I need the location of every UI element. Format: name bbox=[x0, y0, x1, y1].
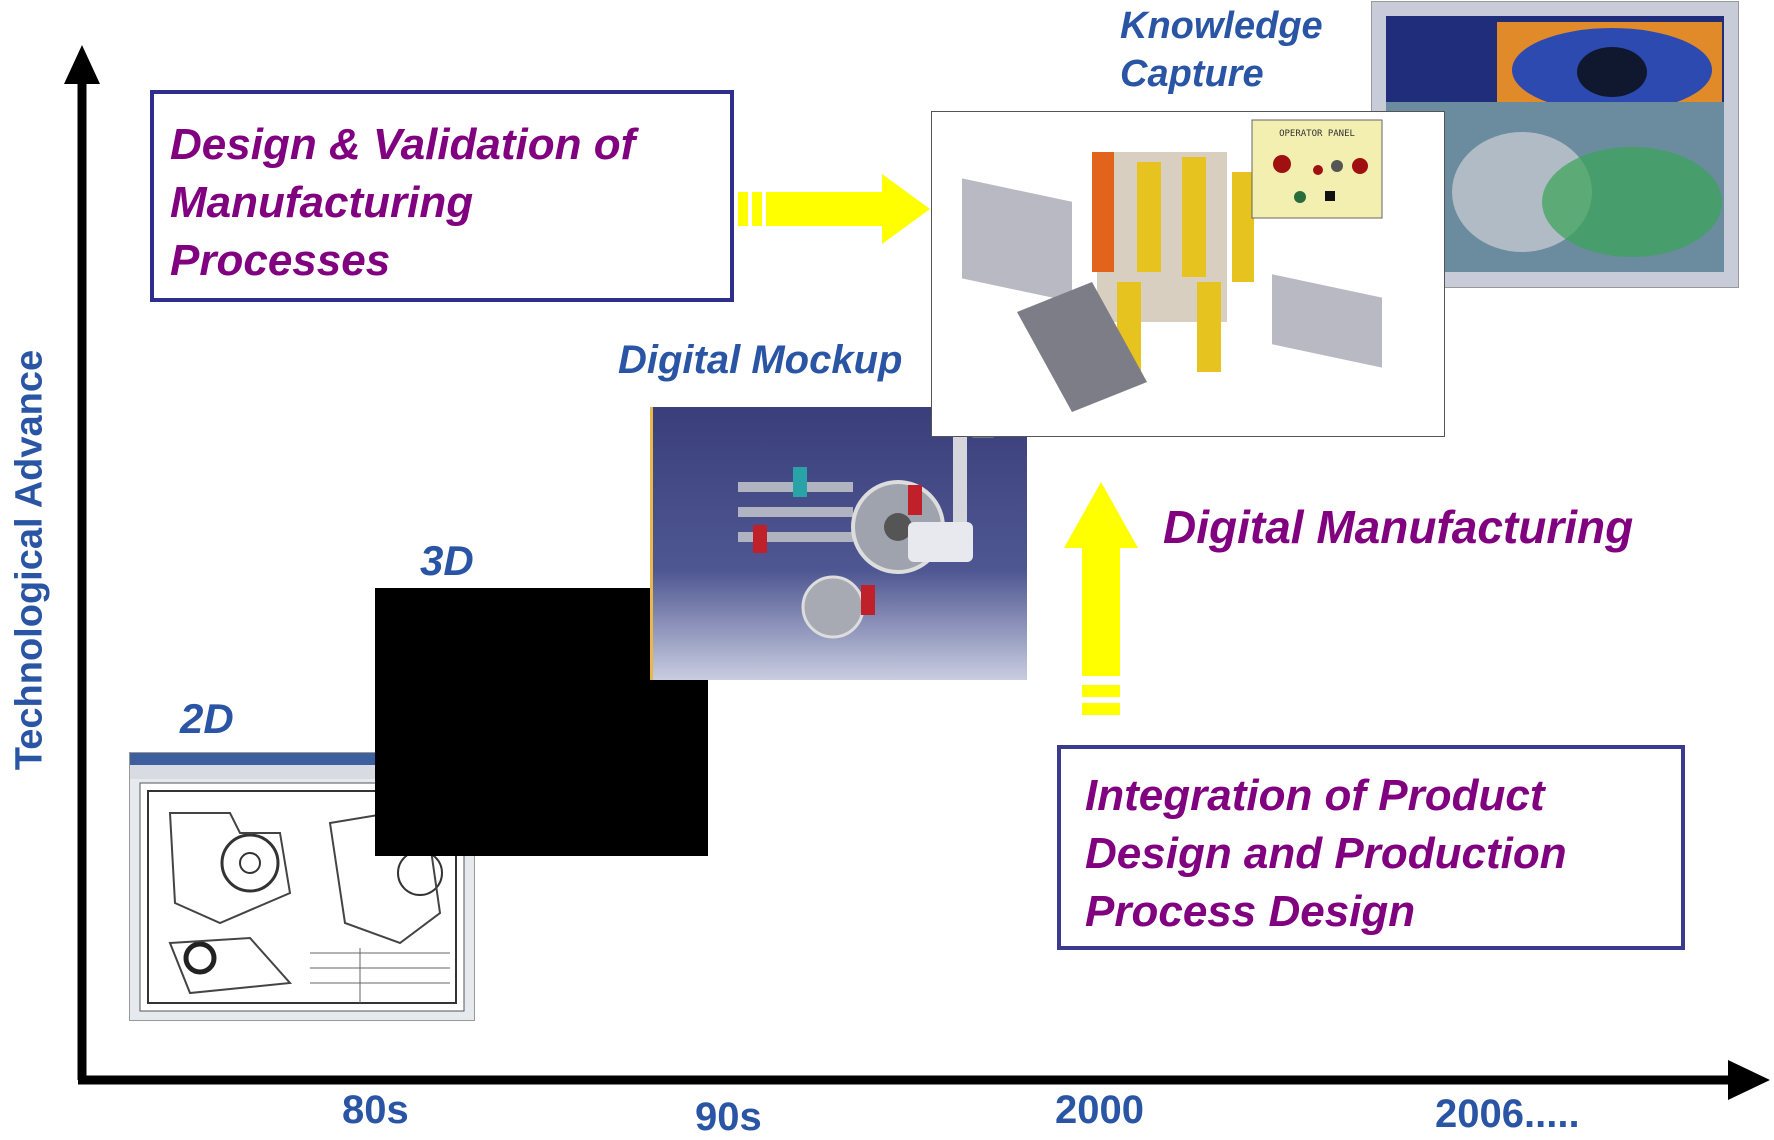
integration-line-3: Process Design bbox=[1085, 887, 1416, 936]
x-tick-80s: 80s bbox=[342, 1088, 409, 1132]
up-arrow bbox=[1064, 482, 1138, 715]
integration-line-1: Integration of Product bbox=[1085, 771, 1545, 820]
right-arrow bbox=[738, 174, 930, 244]
operator-panel-title: OPERATOR PANEL bbox=[1279, 129, 1355, 139]
knowledge-capture-image bbox=[1372, 2, 1738, 287]
design-validation-line-1: Design & Validation of bbox=[170, 120, 636, 169]
design-validation-line-2: Manufacturing bbox=[170, 178, 474, 227]
x-tick-90s: 90s bbox=[695, 1095, 762, 1139]
integration-line-2: Design and Production bbox=[1085, 829, 1567, 878]
design-validation-box: Design & Validation of Manufacturing Pro… bbox=[150, 90, 734, 302]
label-2d: 2D bbox=[180, 695, 234, 742]
x-tick-2006: 2006..... bbox=[1435, 1092, 1580, 1136]
screenshot-production-line: OPERATOR PANEL bbox=[932, 112, 1444, 436]
integration-box: Integration of Product Design and Produc… bbox=[1057, 745, 1685, 950]
y-axis-label: Technological Advance bbox=[8, 349, 51, 771]
y-axis-arrowhead bbox=[64, 45, 100, 84]
x-axis-arrowhead bbox=[1728, 1060, 1770, 1100]
label-knowledge-capture: Knowledge Capture bbox=[1120, 2, 1323, 98]
knowledge-capture-line-1: Knowledge bbox=[1120, 5, 1323, 47]
production-line-image: OPERATOR PANEL bbox=[962, 119, 1383, 412]
label-3d: 3D bbox=[420, 537, 474, 584]
mockup-image bbox=[738, 407, 994, 639]
label-digital-mockup: Digital Mockup bbox=[618, 338, 903, 382]
knowledge-capture-line-2: Capture bbox=[1120, 53, 1264, 95]
label-digital-manufacturing: Digital Manufacturing bbox=[1163, 501, 1634, 553]
screenshot-digital-mockup bbox=[650, 407, 1027, 680]
design-validation-line-3: Processes bbox=[170, 236, 391, 285]
x-tick-2000: 2000 bbox=[1055, 1088, 1144, 1132]
